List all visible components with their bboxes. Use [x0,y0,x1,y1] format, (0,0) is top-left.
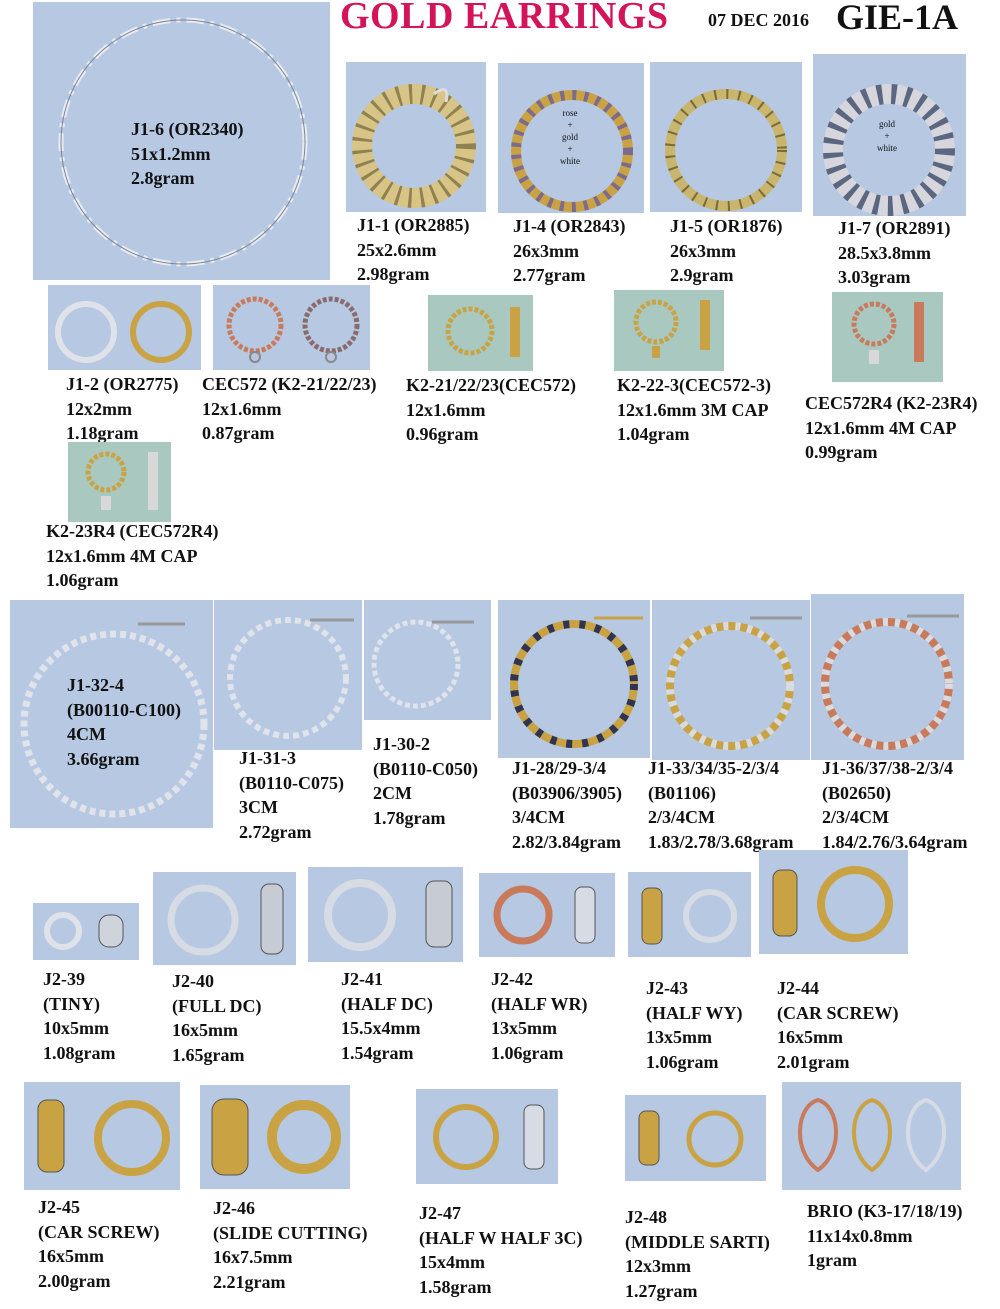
photo-k2-23r4 [68,442,171,522]
photo-j1-2 [48,285,201,370]
photo-j1-6 [33,2,330,280]
photo-j1-30-2 [364,600,491,720]
photo-j1-7: gold+white [813,54,966,216]
photo-j2-48 [625,1095,766,1181]
photo-k2-21 [428,295,533,371]
catalog-code: GIE-1A [836,0,959,37]
photo-j1-28 [498,600,650,758]
photo-j2-40 [153,872,296,965]
photo-j2-39 [33,903,139,960]
photo-j1-33 [652,600,810,760]
photo-j2-44 [759,850,908,954]
photo-j2-47 [416,1089,558,1184]
photo-j1-5 [650,62,802,212]
photo-cec572 [213,285,370,370]
photo-j2-41 [308,867,463,962]
photo-cec572r4 [832,292,943,382]
catalog-date: 07 DEC 2016 [708,10,810,30]
photo-brio [782,1082,961,1190]
page-title: GOLD EARRINGS [340,0,669,37]
photo-k2-22-3 [614,290,724,371]
photo-j2-46 [200,1085,350,1189]
photo-j2-42 [479,873,615,957]
photo-j2-45 [24,1082,180,1190]
photo-j2-43 [628,872,751,957]
photo-j1-4: rose+gold+white [498,63,644,213]
photo-j1-32-4 [10,600,213,828]
photo-j1-36 [811,594,964,760]
photo-j1-31-3 [214,600,362,750]
photo-j1-1 [346,62,486,212]
